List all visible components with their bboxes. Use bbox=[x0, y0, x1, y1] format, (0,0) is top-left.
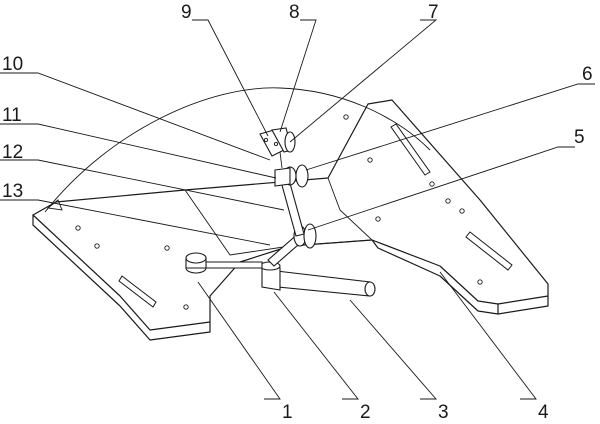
label-4: 4 bbox=[538, 402, 549, 423]
base-plate-top-face bbox=[32, 99, 549, 331]
base-plate-edge-left bbox=[32, 214, 211, 341]
mount-hole bbox=[183, 304, 189, 310]
mount-hole bbox=[477, 279, 483, 285]
label-9: 9 bbox=[181, 2, 192, 23]
label-6: 6 bbox=[582, 64, 593, 85]
central-panel bbox=[184, 177, 374, 256]
pivot-knob bbox=[185, 252, 207, 274]
mount-hole bbox=[164, 245, 170, 251]
mount-hole bbox=[94, 243, 100, 249]
label-1: 1 bbox=[282, 402, 293, 423]
mount-hole bbox=[459, 208, 465, 214]
mount-hole bbox=[429, 181, 435, 187]
label-3: 3 bbox=[438, 402, 449, 423]
adjust-slot bbox=[118, 275, 157, 308]
connector-block bbox=[274, 167, 291, 187]
label-2: 2 bbox=[360, 402, 371, 423]
mount-hole bbox=[367, 157, 373, 163]
label-12: 12 bbox=[2, 142, 23, 163]
adjust-slot bbox=[390, 123, 431, 176]
upper-carriage bbox=[259, 127, 296, 169]
adjust-slot bbox=[465, 231, 513, 271]
mount-hole bbox=[343, 114, 349, 120]
horizontal-rod bbox=[267, 269, 376, 297]
mount-hole bbox=[75, 225, 81, 231]
label-10: 10 bbox=[2, 54, 23, 75]
label-5: 5 bbox=[574, 127, 585, 148]
label-11: 11 bbox=[2, 105, 22, 126]
label-7: 7 bbox=[428, 2, 439, 23]
label-8: 8 bbox=[289, 2, 300, 23]
arc-guide bbox=[44, 87, 431, 213]
plate-lip bbox=[46, 199, 63, 211]
mount-hole bbox=[445, 198, 451, 204]
base-plate-edge-right bbox=[497, 295, 549, 315]
label-13: 13 bbox=[2, 181, 23, 202]
mount-hole bbox=[375, 216, 381, 222]
leader-lines bbox=[0, 19, 595, 400]
reference-numerals: 9 8 7 10 6 11 5 12 13 1 2 3 4 bbox=[2, 2, 593, 423]
rod-collar bbox=[259, 261, 281, 291]
base-plate-inner-edge bbox=[371, 239, 499, 315]
base-plate bbox=[32, 99, 549, 341]
